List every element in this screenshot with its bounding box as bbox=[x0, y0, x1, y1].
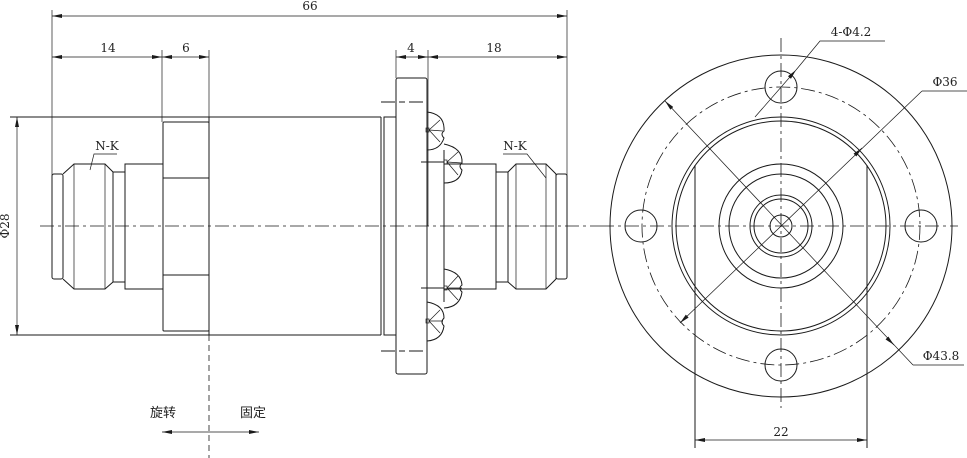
main-body bbox=[10, 116, 397, 336]
dimension-22: 22 bbox=[695, 425, 867, 442]
callout-phi36: Φ36 bbox=[679, 75, 967, 324]
dimension-6: 6 bbox=[162, 41, 209, 59]
dimension-label: 14 bbox=[100, 41, 116, 55]
callout-holes: 4-Φ4.2 bbox=[754, 25, 885, 118]
fixed-label: 固定 bbox=[240, 406, 266, 421]
dimension-phi28: Φ28 bbox=[0, 117, 19, 335]
dimension-label: Φ43.8 bbox=[923, 349, 960, 363]
left-connector-callout: N-K bbox=[89, 139, 120, 171]
right-connector bbox=[443, 150, 568, 302]
extension-lines bbox=[51, 10, 568, 226]
dimension-label: Φ36 bbox=[932, 75, 957, 89]
dimension-label: Φ28 bbox=[0, 213, 12, 238]
rotation-legend: 旋转 固定 bbox=[150, 335, 266, 458]
dimension-label: 66 bbox=[302, 0, 317, 13]
dimension-label: 4-Φ4.2 bbox=[831, 25, 872, 39]
dimension-label: 22 bbox=[773, 425, 788, 439]
end-view: 22 4-Φ4.2 Φ36 Φ43.8 bbox=[600, 25, 967, 448]
rotating-label: 旋转 bbox=[150, 406, 176, 421]
dimension-label: 18 bbox=[486, 41, 501, 55]
connector-label: N-K bbox=[95, 139, 120, 153]
right-connector-callout: N-K bbox=[503, 139, 547, 179]
dimension-label: 6 bbox=[182, 41, 190, 55]
callout-phi43-8: Φ43.8 bbox=[664, 100, 964, 366]
left-connector bbox=[51, 163, 164, 290]
dimension-4: 4 bbox=[396, 41, 428, 59]
hex-nut bbox=[162, 121, 210, 332]
flange bbox=[381, 77, 428, 375]
connector-label: N-K bbox=[503, 139, 528, 153]
side-view: 66 14 6 4 18 Φ28 N-K N-K bbox=[0, 0, 600, 458]
dimension-label: 4 bbox=[407, 41, 415, 55]
dimension-66: 66 bbox=[52, 0, 567, 18]
dimension-14: 14 bbox=[52, 41, 162, 59]
dimension-18: 18 bbox=[428, 41, 567, 59]
